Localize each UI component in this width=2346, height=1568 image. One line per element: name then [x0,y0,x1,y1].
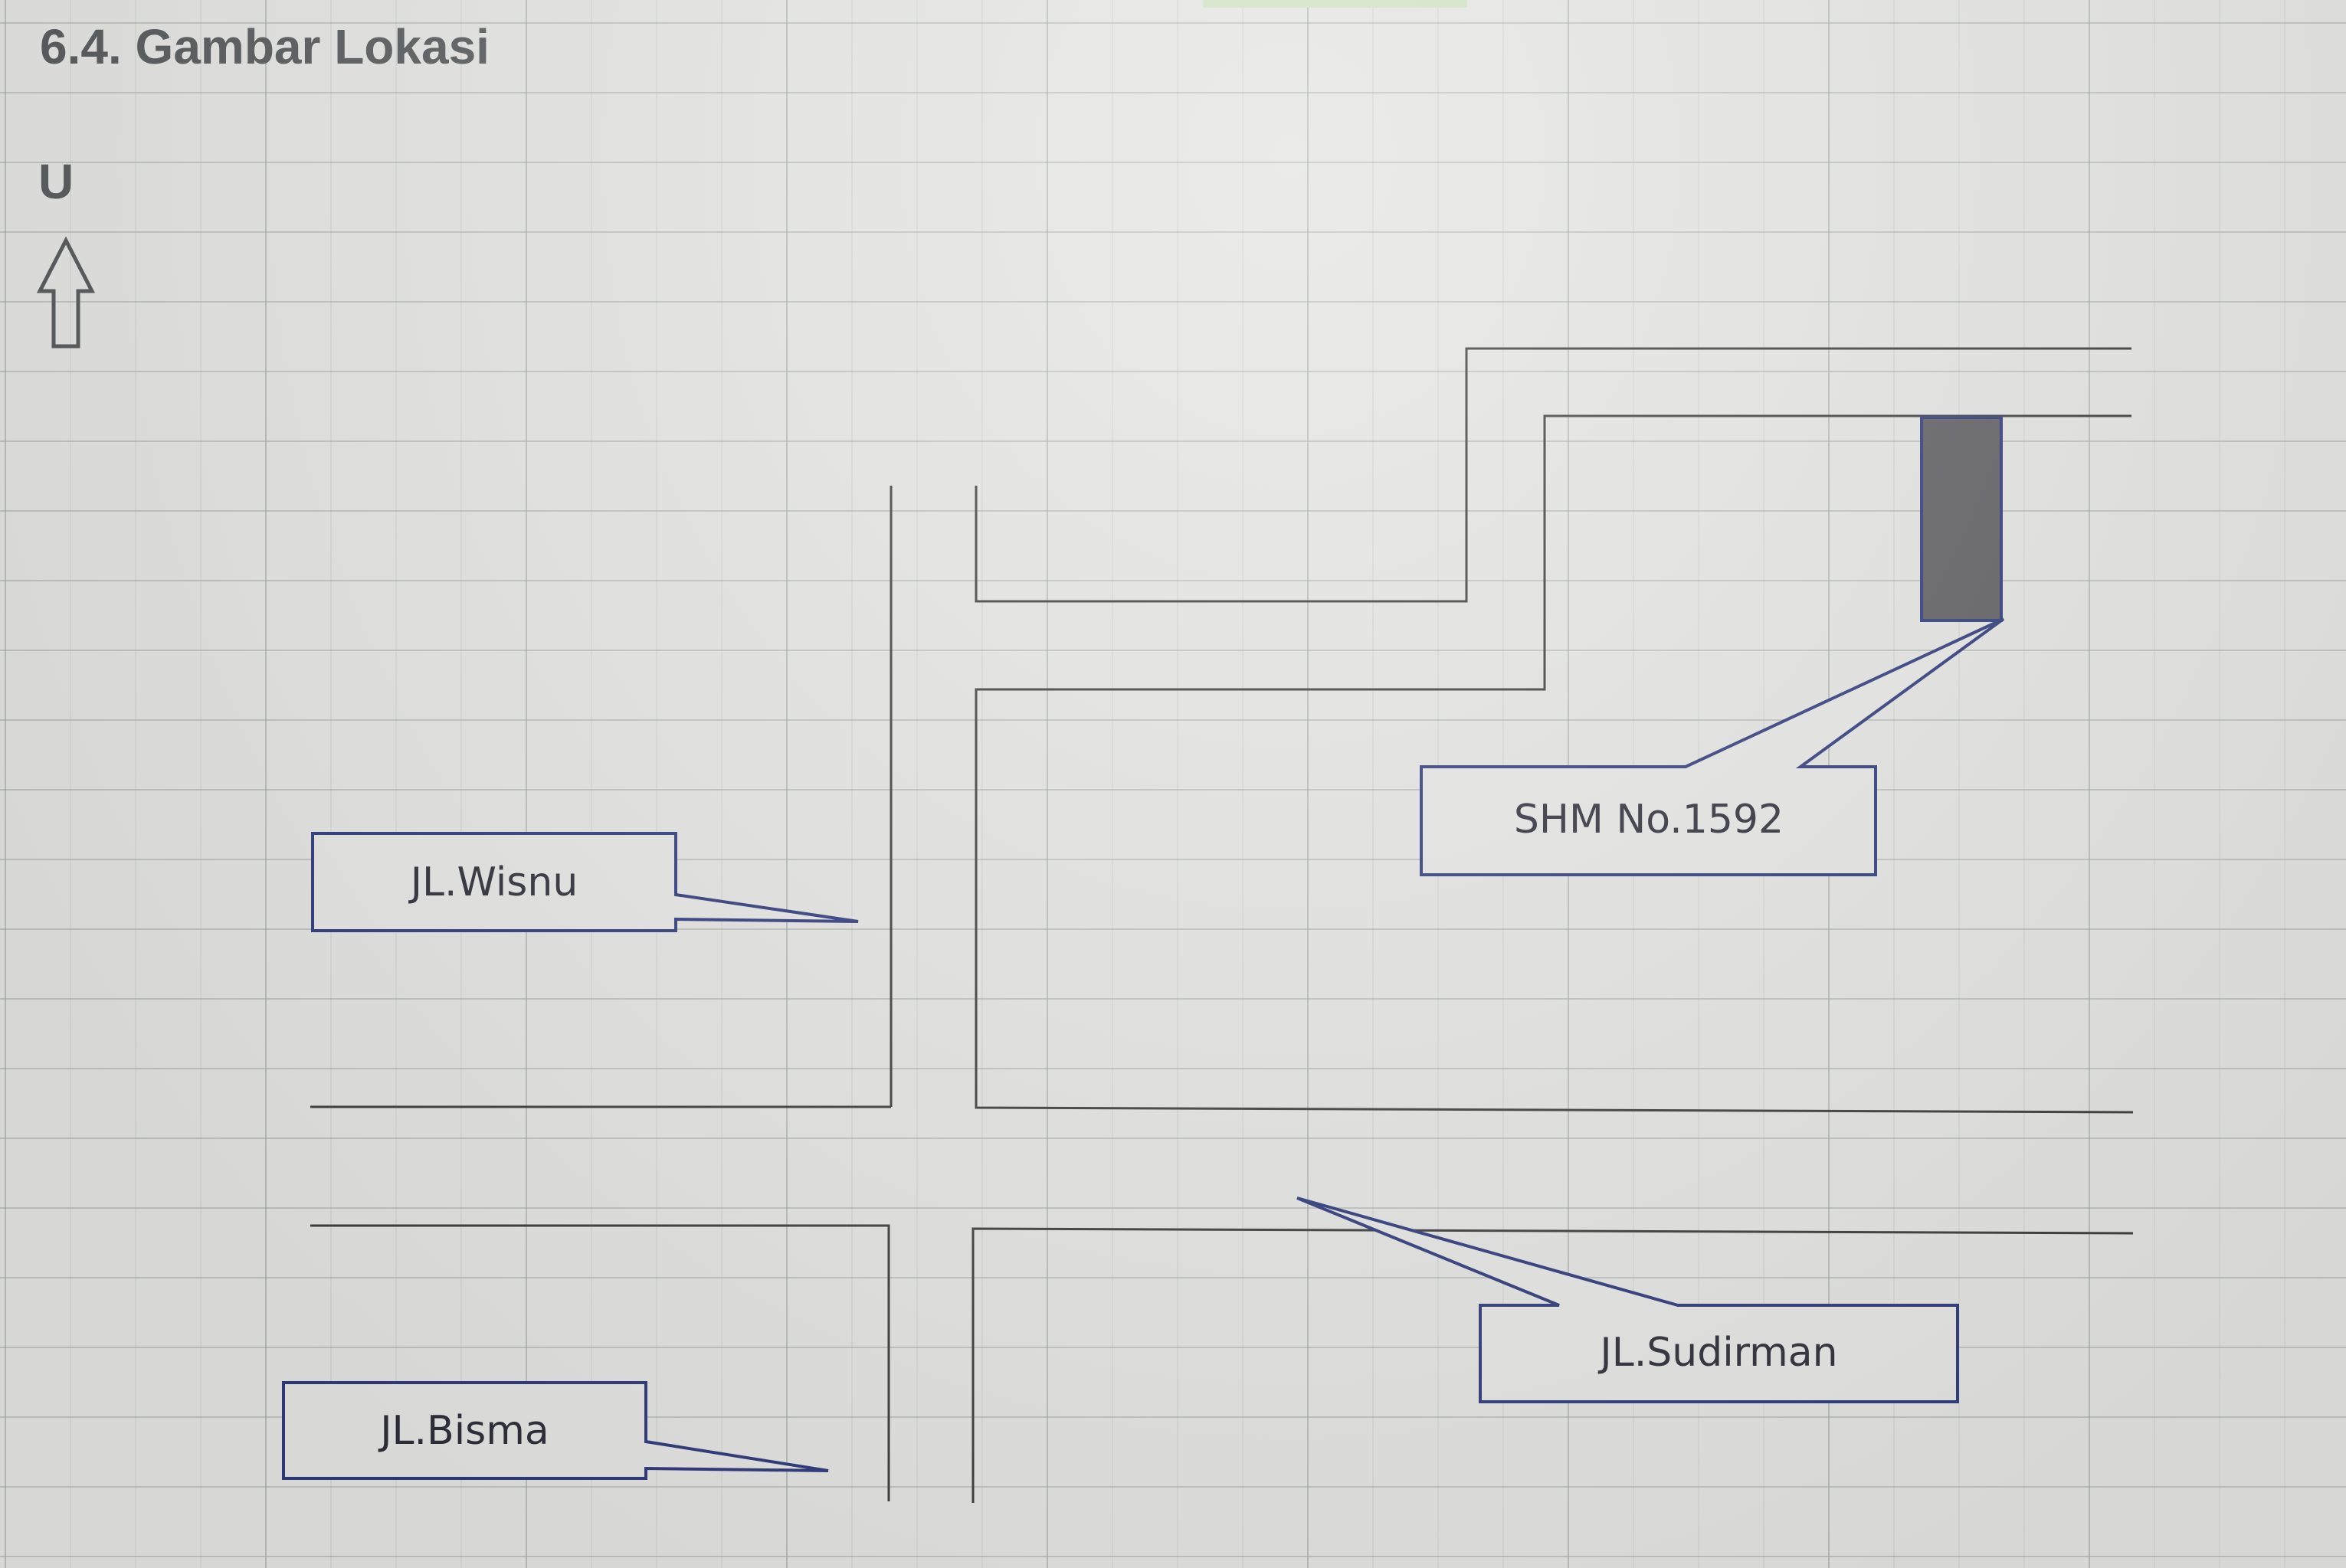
north-arrow-icon [36,236,96,349]
block-parcel-outline [975,414,2134,1114]
callout-wisnu [311,832,859,932]
parcel-marker [1920,416,2003,622]
callout-parcel-label: SHM No.1592 [1513,797,1784,843]
north-label: U [38,154,74,209]
block-upper-outline [975,347,2131,603]
road-bisma-block-outline [310,1224,890,1501]
section-title: 6.4. Gambar Lokasi [40,19,490,74]
callout-parcel [1420,617,2005,876]
callout-sudirman [1296,1196,1959,1403]
callout-bisma [282,1381,829,1480]
callout-bisma-label: JL.Bisma [380,1408,549,1454]
selected-cell-strip[interactable] [1203,0,1467,8]
callout-wisnu-label: JL.Wisnu [410,859,578,905]
road-sudirman-south-edge [971,1227,2134,1503]
callout-sudirman-label: JL.Sudirman [1600,1330,1838,1376]
